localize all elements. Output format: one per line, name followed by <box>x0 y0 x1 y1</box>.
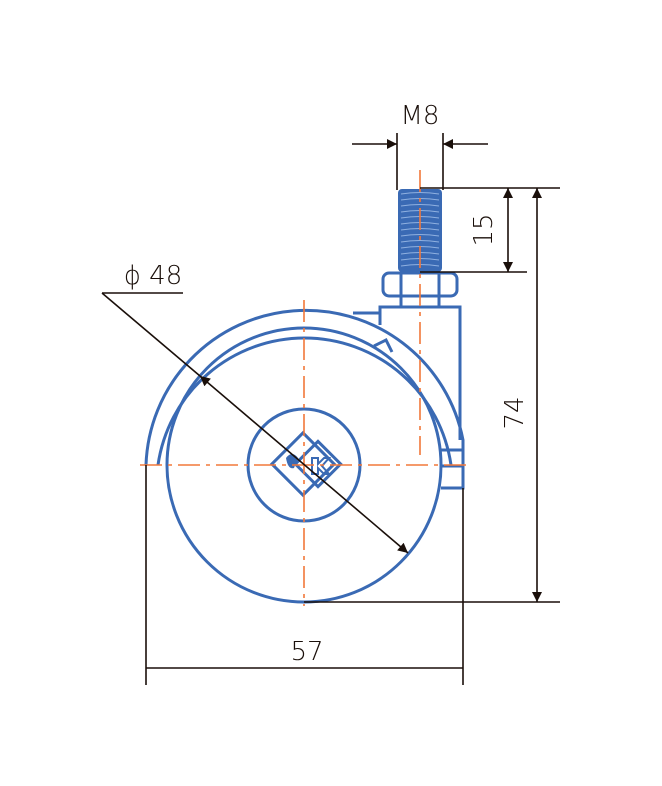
brand-logo <box>269 430 343 498</box>
dimension-diameter-48: ϕ 48 <box>101 261 409 554</box>
thread-ridge <box>400 240 440 243</box>
dimension-label-diameter: ϕ 48 <box>124 261 183 291</box>
thread-ridge <box>400 204 440 207</box>
dimension-74: 74 <box>304 188 560 603</box>
dimension-label-74: 74 <box>500 396 530 429</box>
dimension-m8: M8 <box>352 101 488 190</box>
dimension-label-15: 15 <box>469 213 499 246</box>
thread-ridge <box>400 192 440 195</box>
thread-ridge <box>400 234 440 237</box>
dimension-15: 15 <box>420 187 560 273</box>
dimension-label-57: 57 <box>290 637 323 667</box>
dimension-label-m8: M8 <box>401 101 440 131</box>
dimension-57: 57 <box>145 465 464 685</box>
stem-bracket <box>353 296 462 440</box>
